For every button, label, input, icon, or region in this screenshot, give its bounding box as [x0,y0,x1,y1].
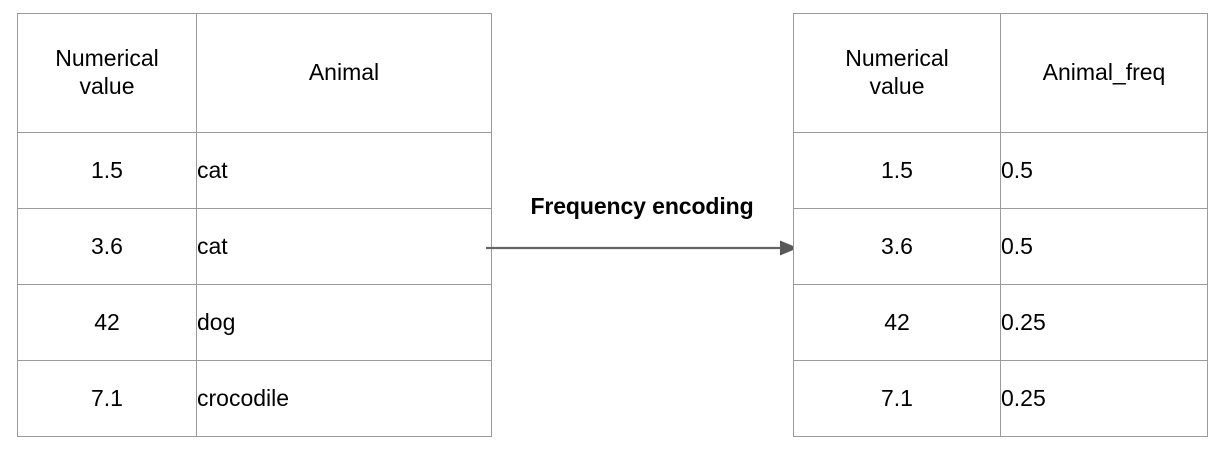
result-cell-numerical-value: 7.1 [793,360,1001,437]
table-row: 3.6 cat [17,208,492,285]
source-cell-numerical-value: 3.6 [17,208,197,285]
table-header-row: Numerical value Animal_freq [793,13,1208,133]
header-line-1: Animal [308,59,380,86]
arrow-label: Frequency encoding [530,193,754,219]
table-row: 42 dog [17,284,492,361]
table-row: 1.5 0.5 [793,132,1208,209]
source-header-numerical-value: Numerical value [17,13,197,133]
source-cell-animal: cat [196,208,492,285]
table-row: 3.6 0.5 [793,208,1208,285]
table-row: 1.5 cat [17,132,492,209]
result-cell-numerical-value: 42 [793,284,1001,361]
source-table: Numerical value Animal 1.5 cat 3.6 cat 4… [17,13,492,437]
result-header-animal-freq: Animal_freq [1000,13,1208,133]
result-cell-numerical-value: 3.6 [793,208,1001,285]
header-line-1: Animal_freq [1042,59,1166,86]
result-cell-animal-freq: 0.25 [1000,284,1208,361]
result-table: Numerical value Animal_freq 1.5 0.5 3.6 … [793,13,1208,437]
table-row: 7.1 0.25 [793,360,1208,437]
result-cell-animal-freq: 0.25 [1000,360,1208,437]
header-line-2: value [869,73,925,99]
result-cell-animal-freq: 0.5 [1000,208,1208,285]
table-row: 42 0.25 [793,284,1208,361]
source-cell-animal: crocodile [196,360,492,437]
source-cell-animal: dog [196,284,492,361]
header-line-1: Numerical [55,45,159,72]
source-header-animal: Animal [196,13,492,133]
header-line-1: Numerical [845,45,949,72]
source-cell-animal: cat [196,132,492,209]
source-cell-numerical-value: 42 [17,284,197,361]
source-cell-numerical-value: 1.5 [17,132,197,209]
result-cell-animal-freq: 0.5 [1000,132,1208,209]
header-line-2: value [79,73,135,99]
right-arrow-icon [486,240,798,256]
result-header-numerical-value: Numerical value [793,13,1001,133]
result-cell-numerical-value: 1.5 [793,132,1001,209]
table-header-row: Numerical value Animal [17,13,492,133]
table-row: 7.1 crocodile [17,360,492,437]
source-cell-numerical-value: 7.1 [17,360,197,437]
